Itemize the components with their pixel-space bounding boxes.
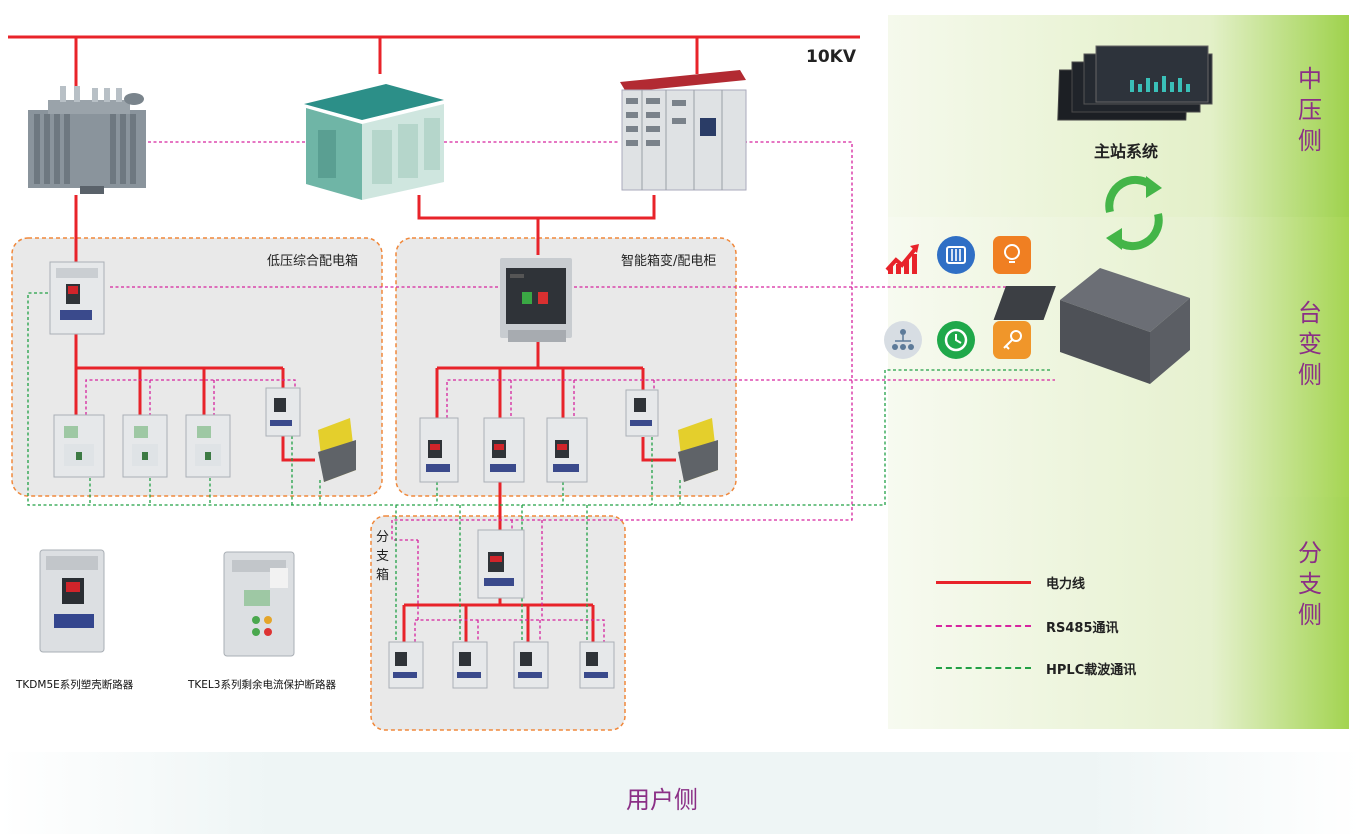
band-user <box>0 752 1361 834</box>
legend-label-rs485: RS485通讯 <box>1046 621 1119 636</box>
clock-icon <box>937 321 975 359</box>
lv-small-breaker <box>265 387 301 437</box>
smart-box-title: 智能箱变/配电柜 <box>621 254 717 269</box>
chart-growth-icon <box>884 238 922 276</box>
branch-box-title: 分 支 箱 <box>376 530 390 583</box>
branch-box-frame <box>370 515 626 731</box>
transformer-image <box>28 86 146 194</box>
sliders-icon <box>937 236 975 274</box>
legend-item-hplc: HPLC载波通讯 <box>936 656 1196 680</box>
product-caption-mccb: TKDM5E系列塑壳断路器 <box>16 679 134 691</box>
legend-swatch-hplc <box>936 667 1031 669</box>
band-label-transformer: 台 变 侧 <box>1298 299 1322 389</box>
power-lines <box>8 35 860 642</box>
legend-item-rs485: RS485通讯 <box>936 614 1196 638</box>
branch-breaker-1 <box>388 641 424 689</box>
branch-breaker-2 <box>452 641 488 689</box>
branch-breaker-4 <box>579 641 615 689</box>
lv-rcd-breaker-2 <box>122 414 168 478</box>
smart-capacitor-image <box>678 418 718 482</box>
smart-breaker-3 <box>546 417 588 483</box>
band-branch <box>888 497 1349 729</box>
branch-main-breaker <box>477 529 525 599</box>
product-caption-rcd: TKEL3系列剩余电流保护断路器 <box>188 679 336 691</box>
legend-item-power: 电力线 <box>936 570 1196 594</box>
sync-cycle-icon <box>1105 175 1163 251</box>
legend-swatch-rs485 <box>936 625 1031 627</box>
legend-label-power: 电力线 <box>1046 577 1086 592</box>
air-circuit-breaker-image <box>500 258 572 342</box>
main-breaker-image <box>49 261 105 335</box>
switchgear-cabinet-image <box>620 70 747 191</box>
product-rcd-image <box>223 551 295 657</box>
lv-rcd-breaker-3 <box>185 414 231 478</box>
legend-label-hplc: HPLC载波通讯 <box>1046 663 1137 678</box>
smart-breaker-2 <box>483 417 525 483</box>
smart-breaker-1 <box>419 417 459 483</box>
master-station-label: 主站系统 <box>1094 142 1159 161</box>
lv-rcd-breaker-1 <box>53 414 105 478</box>
rs485-lines <box>85 141 1055 642</box>
kiosk-substation-image <box>304 84 444 200</box>
terminal-unit-image <box>993 268 1190 384</box>
master-station-image <box>1057 45 1213 121</box>
lv-box-title: 低压综合配电箱 <box>267 254 359 269</box>
band-label-mv: 中 压 侧 <box>1298 65 1322 155</box>
voltage-label: 10KV <box>806 47 856 67</box>
legend: 电力线 RS485通讯 HPLC载波通讯 <box>936 570 1196 680</box>
lv-capacitor-image <box>318 418 356 482</box>
product-mccb-image <box>39 549 105 653</box>
topology-icon <box>884 321 922 359</box>
smart-small-breaker <box>625 389 659 437</box>
key-icon <box>993 321 1031 359</box>
band-label-user: 用户侧 <box>626 786 698 814</box>
branch-breaker-3 <box>513 641 549 689</box>
bulb-icon <box>993 236 1031 274</box>
legend-swatch-power <box>936 581 1031 584</box>
band-label-branch: 分 支 侧 <box>1298 539 1322 629</box>
